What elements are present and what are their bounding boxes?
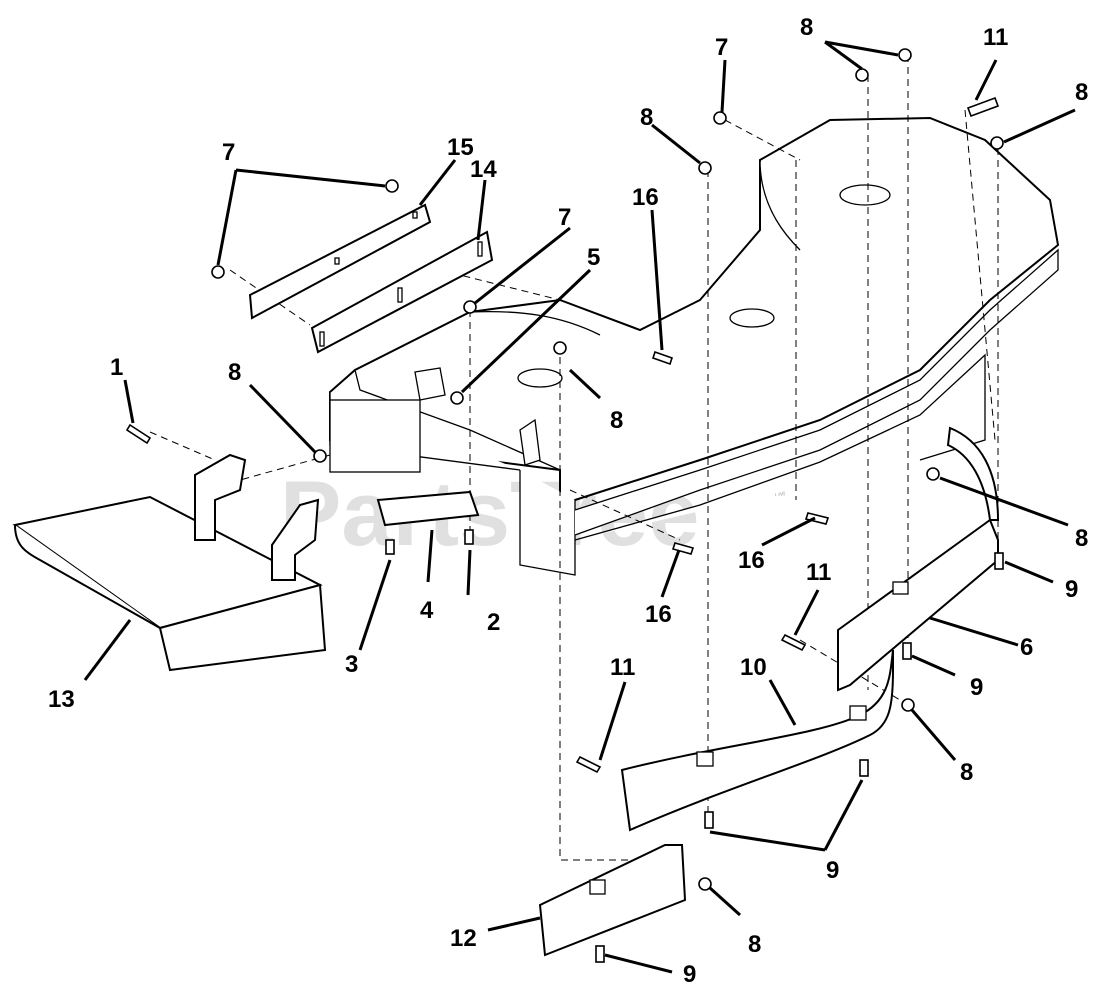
deck-skirt-10 <box>620 649 894 832</box>
callout-8-upper: 8 <box>640 104 653 131</box>
baffle-plate-14 <box>310 230 494 354</box>
callout-8-skirt12: 8 <box>748 931 761 958</box>
callout-2: 2 <box>487 609 500 636</box>
callout-8-left: 8 <box>228 359 241 386</box>
callout-11-low: 11 <box>610 654 635 681</box>
callout-13: 13 <box>48 686 75 713</box>
callout-8-skirt6: 8 <box>1075 525 1088 552</box>
callout-8-top: 8 <box>800 14 813 41</box>
chute-hinge-brackets <box>194 453 320 581</box>
leader-lines <box>83 40 1076 974</box>
baffle-plate-15 <box>248 203 432 320</box>
bracket-4 <box>376 490 480 527</box>
hardware <box>125 48 1004 963</box>
callout-9-skirt10: 9 <box>826 857 839 884</box>
callout-8-skirt10: 8 <box>960 759 973 786</box>
callout-3: 3 <box>345 651 358 678</box>
callout-5: 5 <box>587 244 600 271</box>
assembly-lines <box>149 55 999 861</box>
callout-9-skirt6: 9 <box>970 674 983 701</box>
callout-14: 14 <box>470 156 497 183</box>
callout-8-right: 8 <box>1075 79 1088 106</box>
callout-7-top: 7 <box>715 34 728 61</box>
callout-16-lower: 16 <box>645 601 672 628</box>
callout-16-right: 16 <box>738 547 765 574</box>
callout-6: 6 <box>1020 634 1033 661</box>
deck-housing <box>329 116 1060 576</box>
callout-1: 1 <box>110 354 123 381</box>
deck-skirt-12 <box>538 844 687 957</box>
callout-12: 12 <box>450 925 477 952</box>
callout-9-right: 9 <box>1065 576 1078 603</box>
callout-7-baffle: 7 <box>222 139 235 166</box>
callout-9-skirt12: 9 <box>683 961 696 988</box>
callout-15: 15 <box>447 134 474 161</box>
callout-8-center: 8 <box>610 407 623 434</box>
callout-4: 4 <box>420 597 434 624</box>
callout-11-mid: 11 <box>806 559 831 586</box>
callout-7-mid: 7 <box>558 204 571 231</box>
callout-16-upper: 16 <box>632 184 659 211</box>
callout-11-top: 11 <box>983 24 1008 51</box>
callout-labels: 1 2 3 4 5 6 7 7 7 8 8 8 8 8 8 8 8 9 9 9 … <box>48 14 1088 988</box>
callout-10: 10 <box>740 654 767 681</box>
discharge-chute-13 <box>12 495 327 672</box>
